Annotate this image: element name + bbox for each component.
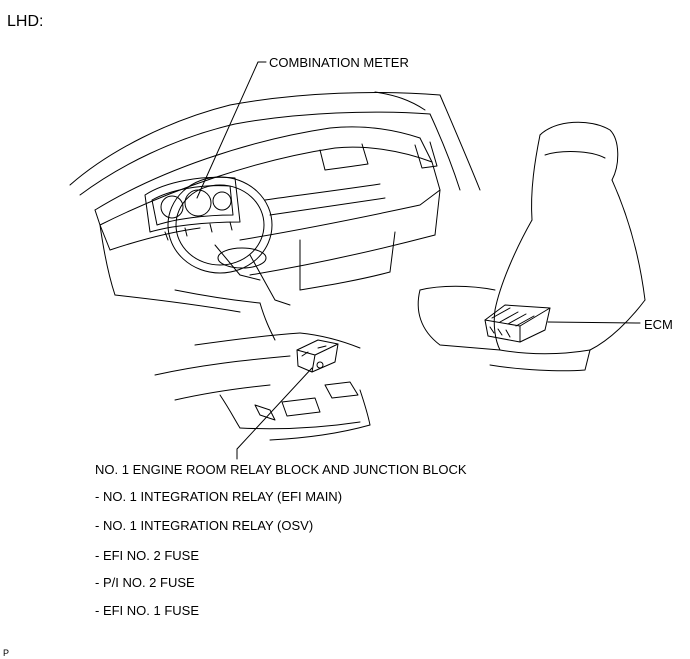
drive-side-title: LHD: (7, 13, 44, 30)
combination-meter-illustration (144, 176, 241, 241)
component-item: - P/I NO. 2 FUSE (95, 575, 195, 590)
windshield-frame (69, 91, 481, 196)
steering-wheel-illustration (167, 176, 291, 306)
footer-mark: P (3, 648, 10, 658)
ecm-leader (547, 321, 641, 324)
leader-lines (196, 61, 641, 460)
ecm-label: ECM (644, 317, 673, 332)
component-item: - EFI NO. 1 FUSE (95, 603, 200, 618)
driver-seat-illustration (417, 121, 646, 372)
relay-block-label: NO. 1 ENGINE ROOM RELAY BLOCK AND JUNCTI… (95, 462, 467, 477)
floor-illustration (154, 332, 371, 441)
relay-block-leader (236, 367, 313, 460)
relay-block-illustration (296, 339, 339, 373)
component-item: - EFI NO. 2 FUSE (95, 548, 200, 563)
component-item: - NO. 1 INTEGRATION RELAY (EFI MAIN) (95, 489, 343, 504)
dashboard (94, 126, 441, 341)
ecm-unit-illustration (484, 304, 551, 343)
combination-meter-leader (196, 61, 267, 199)
combination-meter-label: COMBINATION METER (269, 55, 409, 70)
component-item: - NO. 1 INTEGRATION RELAY (OSV) (95, 518, 314, 533)
